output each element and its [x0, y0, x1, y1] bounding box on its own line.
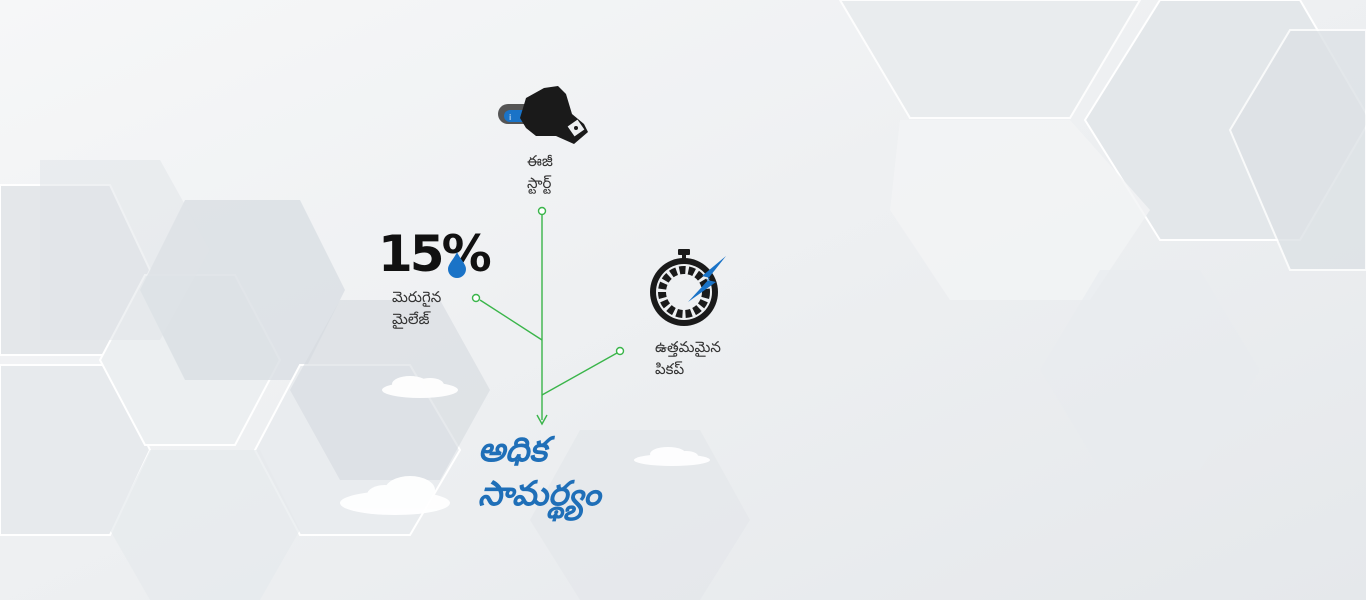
mileage-line2: మైలేజ్: [392, 310, 430, 328]
easy-start-label: ఈజీ స్టార్ట్: [527, 150, 553, 194]
mileage-percent: 15%: [378, 225, 492, 283]
headline: అధిక సామర్థ్యం: [478, 428, 601, 516]
mileage-line1: మెరుగైన: [392, 288, 442, 306]
svg-text:i: i: [509, 113, 511, 122]
mileage-label: మెరుగైన మైలేజ్: [392, 286, 441, 330]
fuel-drop-icon: [444, 250, 470, 278]
connector-node-mileage: [471, 293, 481, 303]
easy-start-line1: ఈజీ: [527, 152, 553, 170]
connector-node-easy-start: [537, 206, 547, 216]
pickup-line2: పికప్: [655, 360, 685, 378]
headline-line2: సామర్థ్యం: [478, 474, 601, 514]
connector-node-pickup: [615, 346, 625, 356]
key-start-icon: i: [496, 84, 592, 146]
pickup-label: ఉత్తమమైన పికప్: [655, 336, 721, 380]
easy-start-line2: స్టార్ట్: [527, 174, 552, 192]
pickup-line1: ఉత్తమమైన: [655, 338, 721, 356]
stopwatch-lightning-icon: [646, 246, 730, 330]
headline-line1: అధిక: [478, 430, 547, 470]
